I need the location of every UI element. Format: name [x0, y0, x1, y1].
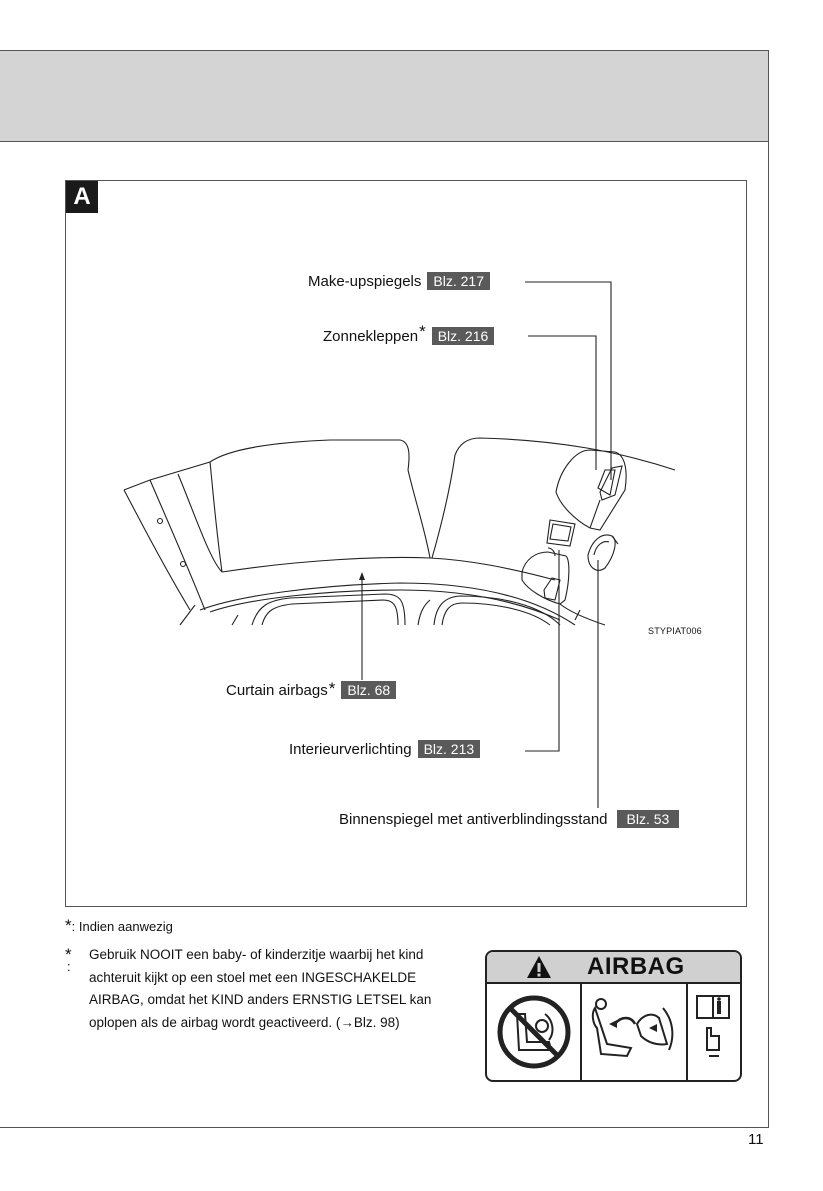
header-band — [0, 50, 769, 142]
no-rear-facing-child-seat-icon — [497, 995, 571, 1069]
right-margin-rule — [768, 140, 769, 1128]
callout-interior-light: Interieurverlichting Blz. 213 — [289, 740, 481, 758]
warning-label-header: AIRBAG — [487, 952, 740, 984]
page-reference[interactable]: Blz. 213 — [417, 740, 481, 758]
footnote-child-seat-warning: * : Gebruik NOOIT een baby- of kinderzit… — [65, 944, 445, 1030]
asterisk-mark: * — [328, 679, 336, 698]
footnote-optional: *: Indien aanwezig — [65, 916, 173, 936]
footer-rule — [0, 1127, 769, 1128]
figure-label: A — [66, 181, 98, 213]
page-reference[interactable]: Blz. 217 — [427, 272, 490, 290]
callout-label: Make-upspiegels — [308, 272, 422, 290]
warning-label-pictograms — [497, 984, 730, 1080]
callout-label: Binnenspiegel met antiverblindingsstand — [339, 810, 608, 828]
arrow-up-icon — [359, 572, 365, 580]
page-reference[interactable]: Blz. 216 — [431, 327, 495, 345]
warning-label-title: AIRBAG — [587, 953, 685, 980]
page-reference[interactable]: Blz. 53 — [616, 810, 680, 828]
callout-sun-visors: Zonnekleppen* Blz. 216 — [323, 322, 495, 346]
callout-label: Curtain airbags — [226, 681, 328, 699]
page-number: 11 — [748, 1131, 764, 1148]
read-manual-icon — [696, 995, 730, 1057]
warning-text: Gebruik NOOIT een baby- of kinderzitje w… — [89, 947, 432, 1030]
airbag-deploy-icon — [591, 998, 674, 1058]
footnote-colon: : — [67, 959, 71, 974]
figure-code: STYPIAT006 — [648, 626, 702, 636]
footnote-text: : Indien aanwezig — [71, 919, 173, 934]
callout-curtain-airbags: Curtain airbags* Blz. 68 — [226, 679, 397, 700]
callout-label: Interieurverlichting — [289, 740, 412, 758]
asterisk-mark: * — [65, 945, 72, 964]
asterisk-mark: * — [419, 322, 426, 341]
asterisk-mark: * — [65, 916, 72, 935]
figure-frame — [65, 180, 747, 907]
page-reference[interactable]: Blz. 68 — [341, 681, 397, 699]
callout-rearview-mirror: Binnenspiegel met antiverblindingsstand … — [339, 810, 680, 828]
warning-triangle-icon — [527, 956, 551, 978]
callout-makeup-mirrors: Make-upspiegels Blz. 217 — [308, 272, 490, 290]
callout-label: Zonnekleppen — [323, 327, 419, 345]
airbag-warning-label: AIRBAG — [485, 950, 742, 1082]
